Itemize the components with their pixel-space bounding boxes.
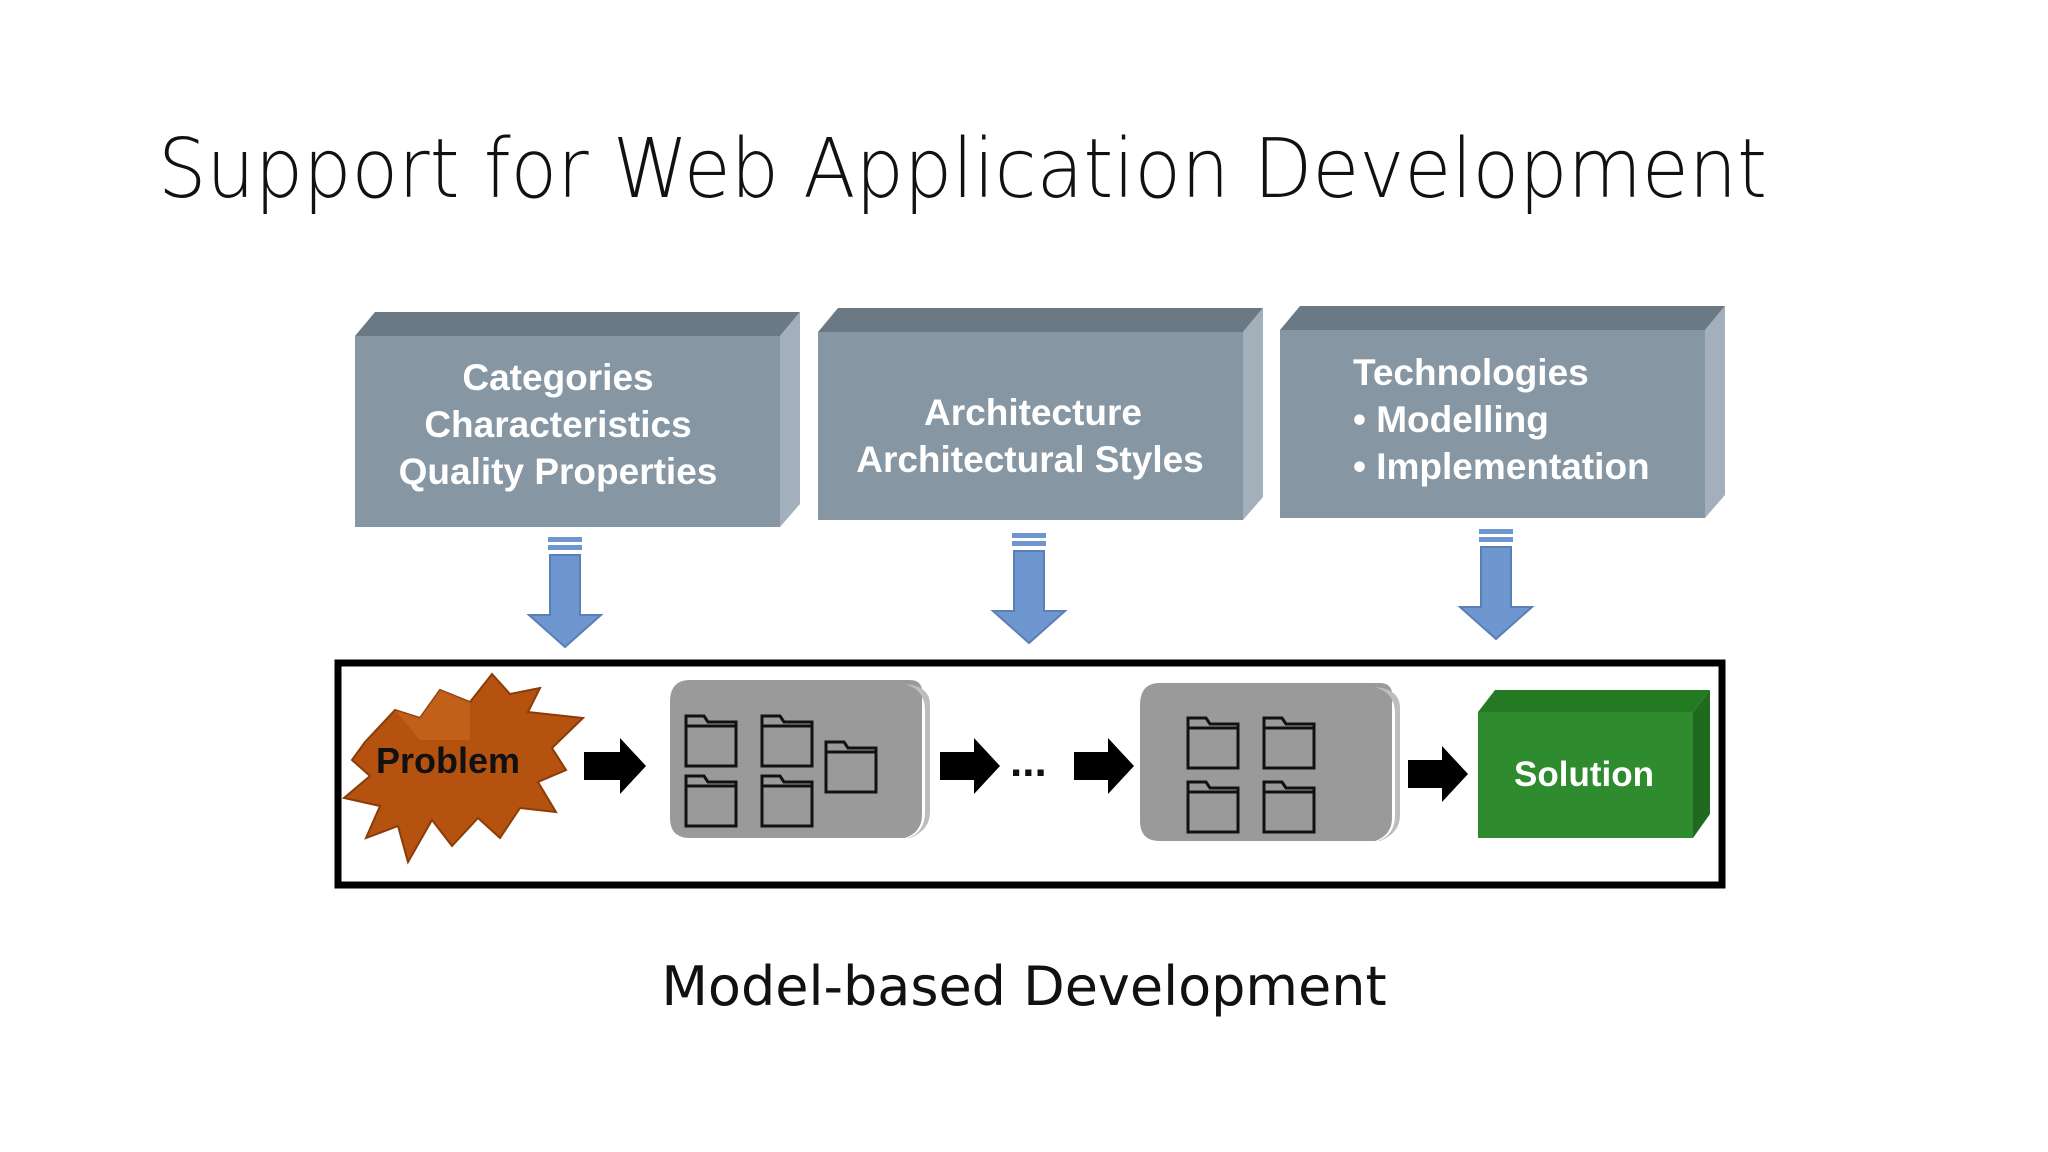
top-box-1-side-face (780, 312, 800, 527)
down-arrow-3 (1457, 529, 1535, 641)
solution-box: Solution (1478, 690, 1710, 838)
top-box-1-line-2: Characteristics (424, 404, 691, 445)
top-box-3-top-face (1280, 306, 1725, 330)
slide-title: Support for Web Application Development (158, 122, 1768, 217)
top-box-3-line-3: • Implementation (1353, 446, 1650, 487)
top-box-3-front-face (1280, 330, 1705, 518)
top-box-1-line-1: Categories (462, 357, 653, 398)
down-arrow-2 (990, 533, 1068, 645)
top-box-3-line-2: • Modelling (1353, 399, 1549, 440)
top-box-1-front-face (355, 336, 780, 527)
top-box-1-line-3: Quality Properties (399, 451, 718, 492)
problem-burst: Problem (341, 672, 586, 865)
flow-arrow-2 (940, 738, 1000, 794)
flow-arrow-4 (1408, 746, 1468, 802)
problem-label: Problem (376, 740, 520, 781)
model-block-2 (1140, 683, 1400, 841)
flow-arrow-1 (584, 738, 646, 794)
top-box-architecture: Architecture Architectural Styles (818, 308, 1263, 520)
top-box-3-side-face (1705, 306, 1725, 518)
diagram-caption: Model-based Development (661, 955, 1387, 1018)
ellipsis: ... (1010, 737, 1047, 786)
top-box-3-line-1: Technologies (1353, 352, 1589, 393)
top-box-2-top-face (818, 308, 1263, 332)
flow-arrow-3 (1074, 738, 1134, 794)
model-block-1 (670, 680, 930, 838)
down-arrow-1 (526, 537, 604, 649)
top-box-2-line-2: Architectural Styles (856, 439, 1204, 480)
top-box-2-side-face (1243, 308, 1263, 520)
top-box-2-line-1: Architecture (924, 392, 1142, 433)
top-box-2-front-face (818, 332, 1243, 520)
solution-label: Solution (1514, 755, 1654, 794)
top-box-1-top-face (355, 312, 800, 336)
top-box-categories: Categories Characteristics Quality Prope… (355, 312, 800, 527)
top-box-technologies: Technologies • Modelling • Implementatio… (1280, 306, 1725, 518)
